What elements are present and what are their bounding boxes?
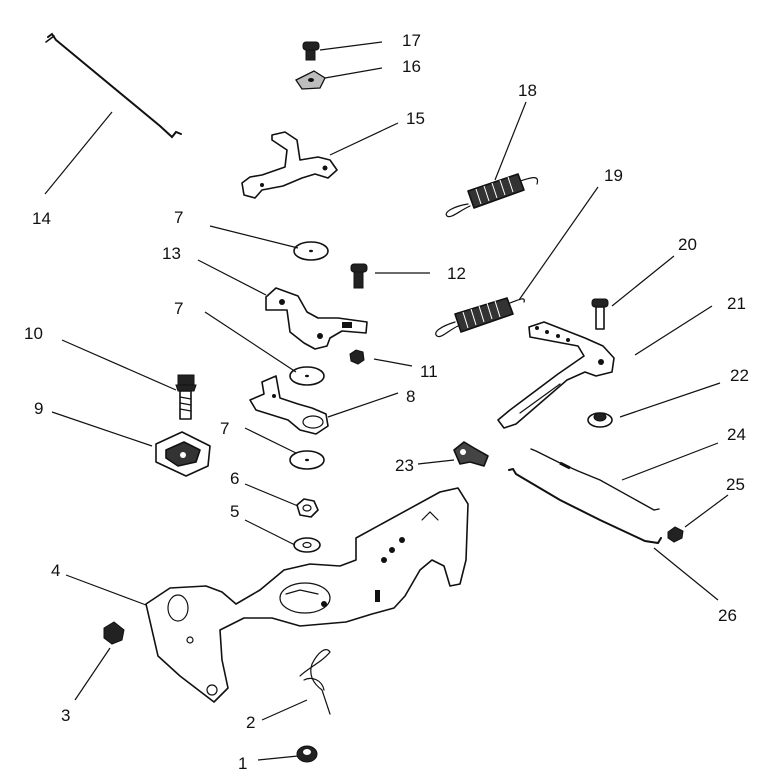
- label-2: 2: [246, 713, 255, 732]
- part-23-clamp: [453, 441, 489, 467]
- label-24: 24: [727, 425, 746, 444]
- part-5-washer: [293, 537, 321, 553]
- part-3-screw: [103, 621, 125, 645]
- label-22: 22: [730, 366, 749, 385]
- label-26: 26: [718, 606, 737, 625]
- label-25: 25: [726, 475, 745, 494]
- label-7-middle: 7: [174, 299, 183, 318]
- part-25-nut: [667, 526, 684, 543]
- label-1: 1: [238, 754, 247, 773]
- label-8: 8: [406, 387, 415, 406]
- label-7-bottom: 7: [220, 419, 229, 438]
- part-8-governor-lever: [249, 375, 329, 435]
- part-16-plate: [295, 70, 326, 90]
- part-4-main-bracket: [145, 487, 469, 703]
- label-19: 19: [604, 166, 623, 185]
- label-23: 23: [395, 456, 414, 475]
- part-18-spring: [445, 173, 539, 218]
- part-22-flange-nut: [587, 412, 613, 428]
- label-13: 13: [162, 244, 181, 263]
- label-5: 5: [230, 502, 239, 521]
- label-7-top: 7: [174, 208, 183, 227]
- part-9-clip: [155, 431, 211, 477]
- label-3: 3: [61, 706, 70, 725]
- label-16: 16: [402, 57, 421, 76]
- part-11-nut: [349, 349, 365, 365]
- label-15: 15: [406, 109, 425, 128]
- part-7-washer-top: [293, 241, 329, 261]
- callout-labels: 1 2 3 4 5 6 7 7 7 8 9 10 11 12 13 14 15 …: [24, 31, 749, 773]
- part-6-hex-nut: [296, 498, 319, 518]
- label-4: 4: [51, 561, 60, 580]
- part-7-washer-bottom: [289, 450, 325, 470]
- part-21-control-lever: [497, 321, 615, 429]
- part-17-screw: [302, 41, 320, 61]
- label-10: 10: [24, 324, 43, 343]
- label-14: 14: [32, 209, 51, 228]
- part-19-spring: [435, 297, 525, 338]
- part-13-lever: [265, 287, 368, 350]
- label-9: 9: [34, 399, 43, 418]
- part-7-washer-middle: [289, 366, 325, 386]
- label-18: 18: [518, 81, 537, 100]
- label-11: 11: [420, 362, 438, 381]
- part-10-stud: [175, 374, 197, 420]
- part-20-bolt: [591, 298, 609, 330]
- part-26-link-rod: [508, 467, 662, 545]
- label-6: 6: [230, 469, 239, 488]
- leader-lines: [44, 41, 729, 761]
- label-17: 17: [402, 31, 421, 50]
- part-14-link-rod: [45, 32, 182, 139]
- label-12: 12: [447, 264, 466, 283]
- label-20: 20: [678, 235, 697, 254]
- part-1-nut: [296, 745, 318, 763]
- part-12-screw: [350, 263, 368, 289]
- part-15-bracket: [241, 131, 338, 199]
- part-2-spring: [299, 649, 331, 715]
- part-24-rod: [530, 448, 660, 511]
- label-21: 21: [727, 294, 746, 313]
